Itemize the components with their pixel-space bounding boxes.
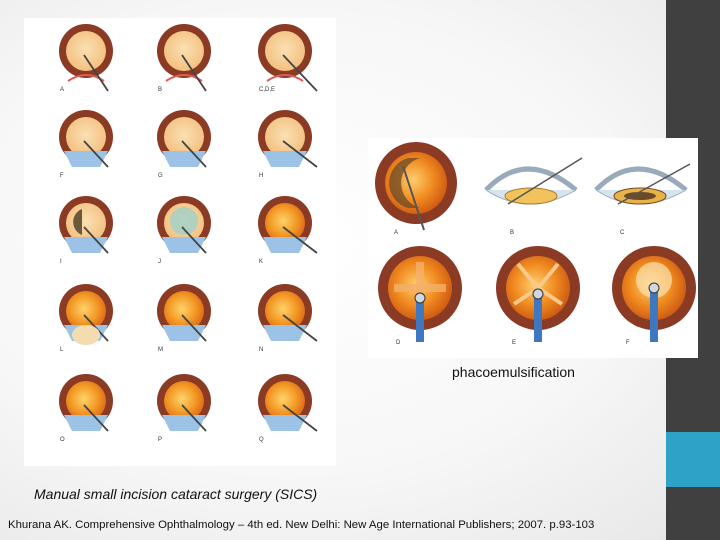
sics-step-eye xyxy=(59,110,113,168)
sics-step-label: M xyxy=(158,347,163,353)
phaco-step-b-eye xyxy=(484,157,583,205)
sics-step-label: C,D,E xyxy=(259,87,275,93)
phaco-step-f-eye xyxy=(612,246,696,342)
sics-step-label: H xyxy=(259,173,263,179)
sics-step-label: Q xyxy=(259,437,264,443)
sidebar-accent-block xyxy=(666,432,720,487)
phaco-label: E xyxy=(512,340,516,346)
sics-steps-illustration: A B C,D,E F G H I J K L M N O P Q xyxy=(59,24,318,443)
sics-step-eye xyxy=(59,24,113,92)
sics-step-eye xyxy=(157,374,211,432)
sics-step-eye xyxy=(258,24,318,92)
phaco-step-a-eye xyxy=(375,142,457,231)
sics-step-eye xyxy=(157,196,211,254)
sics-step-label: N xyxy=(259,347,263,353)
phaco-caption: phacoemulsification xyxy=(452,364,575,380)
phaco-label: C xyxy=(620,230,625,236)
phaco-step-labels: A B C D E F xyxy=(394,230,630,346)
sics-step-label: L xyxy=(60,347,64,353)
phaco-steps-illustration: A B C D E F xyxy=(375,142,696,346)
phaco-figure: A B C D E F xyxy=(368,138,698,358)
sics-step-eye xyxy=(258,374,318,432)
sics-step-eye xyxy=(59,374,113,432)
phaco-step-e-eye xyxy=(496,246,580,342)
phaco-step-d-eye xyxy=(378,246,462,342)
sics-step-eye xyxy=(59,196,113,254)
sics-step-eye xyxy=(258,196,318,254)
sics-caption: Manual small incision cataract surgery (… xyxy=(34,486,318,502)
sics-step-label: P xyxy=(158,437,162,443)
sics-step-eye xyxy=(157,24,211,92)
sics-step-eye xyxy=(258,284,318,342)
phaco-label: A xyxy=(394,230,398,236)
sics-step-label: I xyxy=(60,259,62,265)
reference-citation: Khurana AK. Comprehensive Ophthalmology … xyxy=(8,519,595,531)
sics-step-eye xyxy=(59,284,113,345)
sics-step-eye xyxy=(157,110,211,168)
sics-step-label: O xyxy=(60,437,65,443)
sics-step-label: K xyxy=(259,259,263,265)
phaco-label: B xyxy=(510,230,514,236)
sics-figure: A B C,D,E F G H I J K L M N O P Q xyxy=(24,18,336,466)
phaco-label: D xyxy=(396,340,401,346)
phaco-step-c-eye xyxy=(594,163,691,205)
sics-step-label: J xyxy=(158,259,161,265)
sics-step-label: B xyxy=(158,87,162,93)
sics-step-eye xyxy=(258,110,318,168)
sics-step-label: F xyxy=(60,173,64,179)
sics-step-eye xyxy=(157,284,211,342)
sics-step-label: G xyxy=(158,173,163,179)
phaco-label: F xyxy=(626,340,630,346)
sics-step-label: A xyxy=(60,87,64,93)
